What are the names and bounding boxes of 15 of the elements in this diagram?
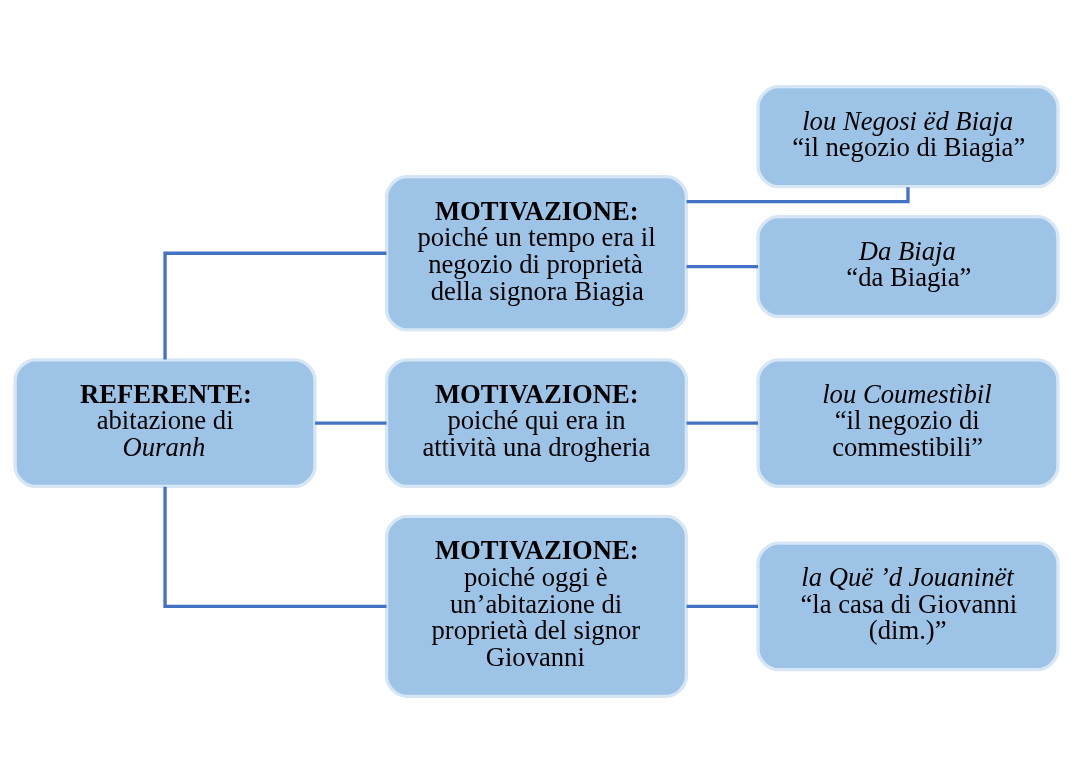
node-box: lou Negosi ëd Biaja “il negozio di Biagia” — [756, 84, 1060, 188]
node-box: la Quë ’d Jouaninët “la casa di Giovanni (dim.)” — [756, 540, 1060, 671]
node-box: MOTIVAZIONE: poiché qui era in attività una drogheria — [384, 357, 689, 488]
node-box: Da Biaja “da Biagia” — [756, 214, 1060, 318]
connector — [686, 264, 758, 268]
connector — [686, 604, 758, 608]
connector — [686, 186, 910, 203]
connector — [163, 251, 387, 359]
node-box: lou Coumestìbil “il negozio di commestibili” — [756, 357, 1060, 488]
node-box: MOTIVAZIONE: poiché oggi è un’abitazione di proprietà del signor Giovanni — [384, 514, 689, 698]
connector — [686, 421, 758, 425]
connector — [315, 421, 387, 425]
node-box: REFERENTE: abitazione di Ouranh — [13, 357, 317, 488]
node-box: MOTIVAZIONE: poiché un tempo era il negozio di proprietà della signora Biagia — [384, 174, 689, 332]
connector — [163, 486, 387, 608]
